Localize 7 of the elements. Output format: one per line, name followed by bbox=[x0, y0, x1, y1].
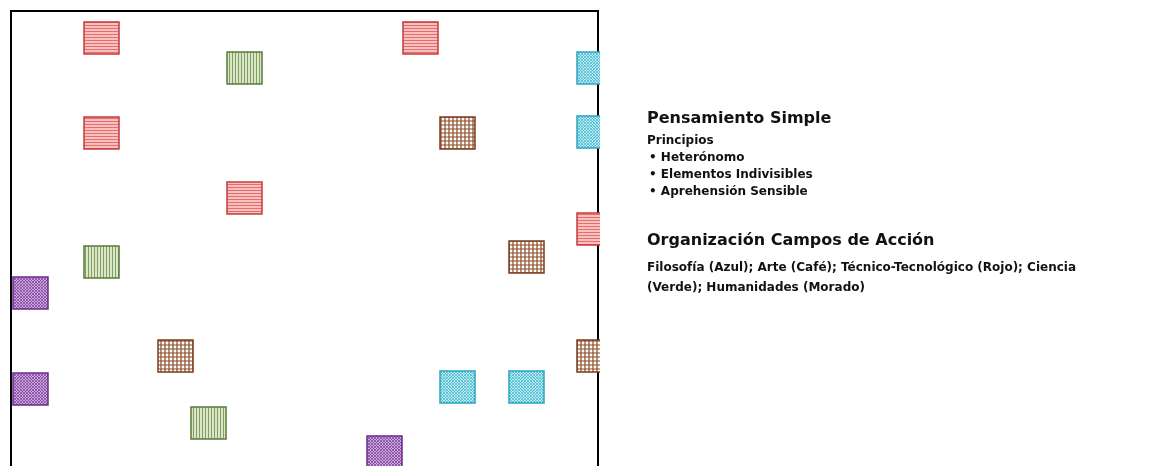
paragraph: Filosofía (Azul); Arte (Café); Técnico-Tecnológico (Rojo); Ciencia (Verde); Humanidades (Morado) bbox=[647, 259, 1078, 296]
section-heading: Organización Campos de Acción bbox=[647, 230, 936, 249]
subheading: Principios bbox=[647, 133, 715, 147]
bullet-item: • Elementos Indivisibles bbox=[649, 166, 814, 183]
bullet-item: • Heterónomo bbox=[649, 149, 746, 166]
title: Pensamiento Simple bbox=[647, 108, 833, 127]
bullet-item: • Aprehensión Sensible bbox=[649, 183, 809, 200]
